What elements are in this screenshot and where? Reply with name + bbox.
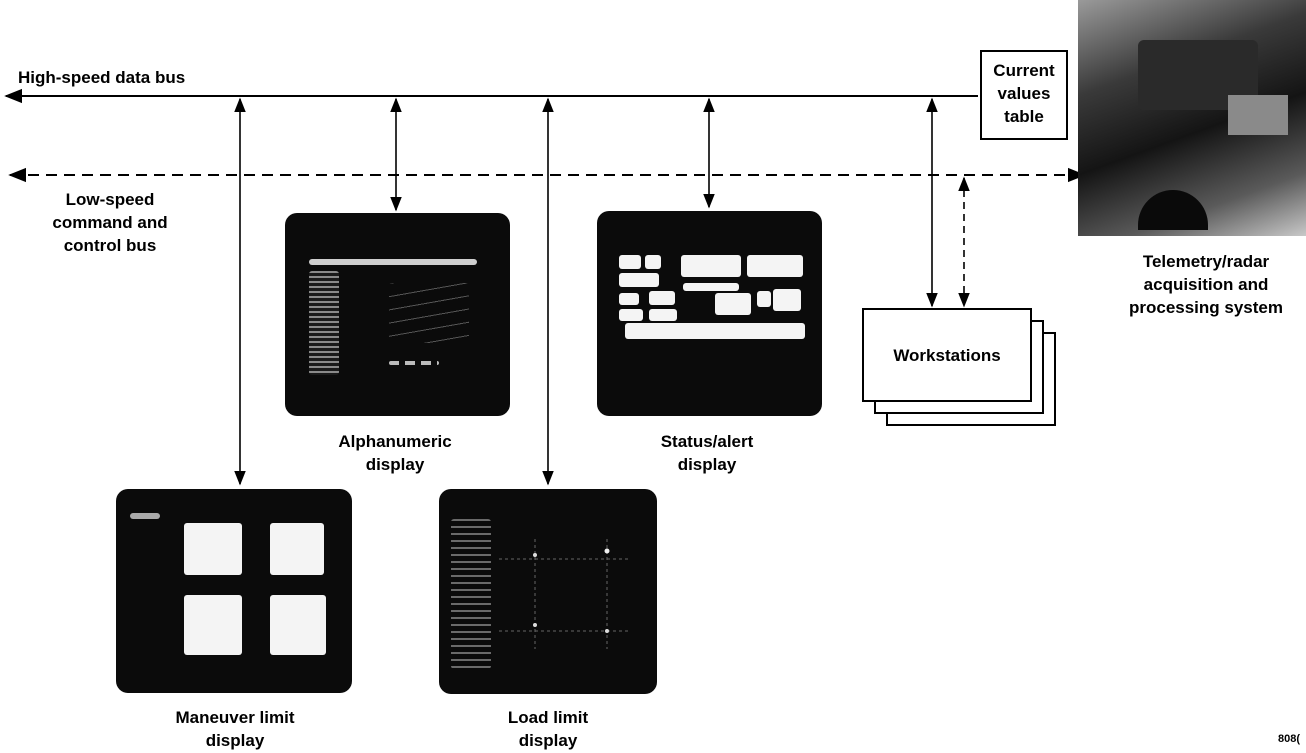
status-block [619, 309, 643, 321]
alphanumeric-rows [389, 283, 469, 343]
maneuver-plot [184, 523, 242, 575]
status-block [757, 291, 771, 307]
workstations-label: Workstations [893, 346, 1001, 365]
status-block [683, 283, 739, 291]
alphanumeric-header-bar [309, 259, 477, 265]
status-block [649, 309, 677, 321]
status-block [681, 255, 741, 277]
telemetry-label: Telemetry/radar acquisition and processi… [1128, 252, 1283, 317]
load-limit-grid [499, 539, 629, 649]
load-limit-screen [439, 489, 657, 694]
high-speed-bus-label: High-speed data bus [18, 68, 186, 87]
telemetry-photo [1078, 0, 1306, 236]
status-block [619, 273, 659, 287]
status-alert-screen [597, 211, 822, 416]
maneuver-limit-label: Maneuver limit display [175, 708, 295, 750]
maneuver-plot [184, 595, 242, 655]
low-speed-bus-label: Low-speed command and control bus [52, 190, 168, 255]
current-values-label: Current values table [993, 61, 1055, 126]
status-block [619, 293, 639, 305]
status-block [649, 291, 675, 305]
status-alert-label: Status/alert display [660, 432, 754, 474]
status-block [645, 255, 661, 269]
maneuver-header-text [130, 513, 160, 519]
maneuver-plot [270, 523, 324, 575]
current-values-table: Current values table [980, 50, 1068, 140]
figure-id: 808( [1278, 733, 1301, 745]
alphanumeric-screen [285, 213, 510, 416]
maneuver-plot [270, 595, 326, 655]
load-limit-label: Load limit display [507, 708, 589, 750]
status-block [773, 289, 801, 311]
status-block [619, 255, 641, 269]
status-block [715, 293, 751, 315]
alphanumeric-footer-marks [389, 361, 439, 365]
workstations-box: Workstations [862, 308, 1032, 402]
alphanumeric-text-column [309, 271, 339, 375]
status-block [747, 255, 803, 277]
maneuver-limit-screen [116, 489, 352, 693]
status-block [625, 323, 805, 339]
load-text-column [451, 519, 491, 669]
alphanumeric-label: Alphanumeric display [338, 432, 452, 474]
